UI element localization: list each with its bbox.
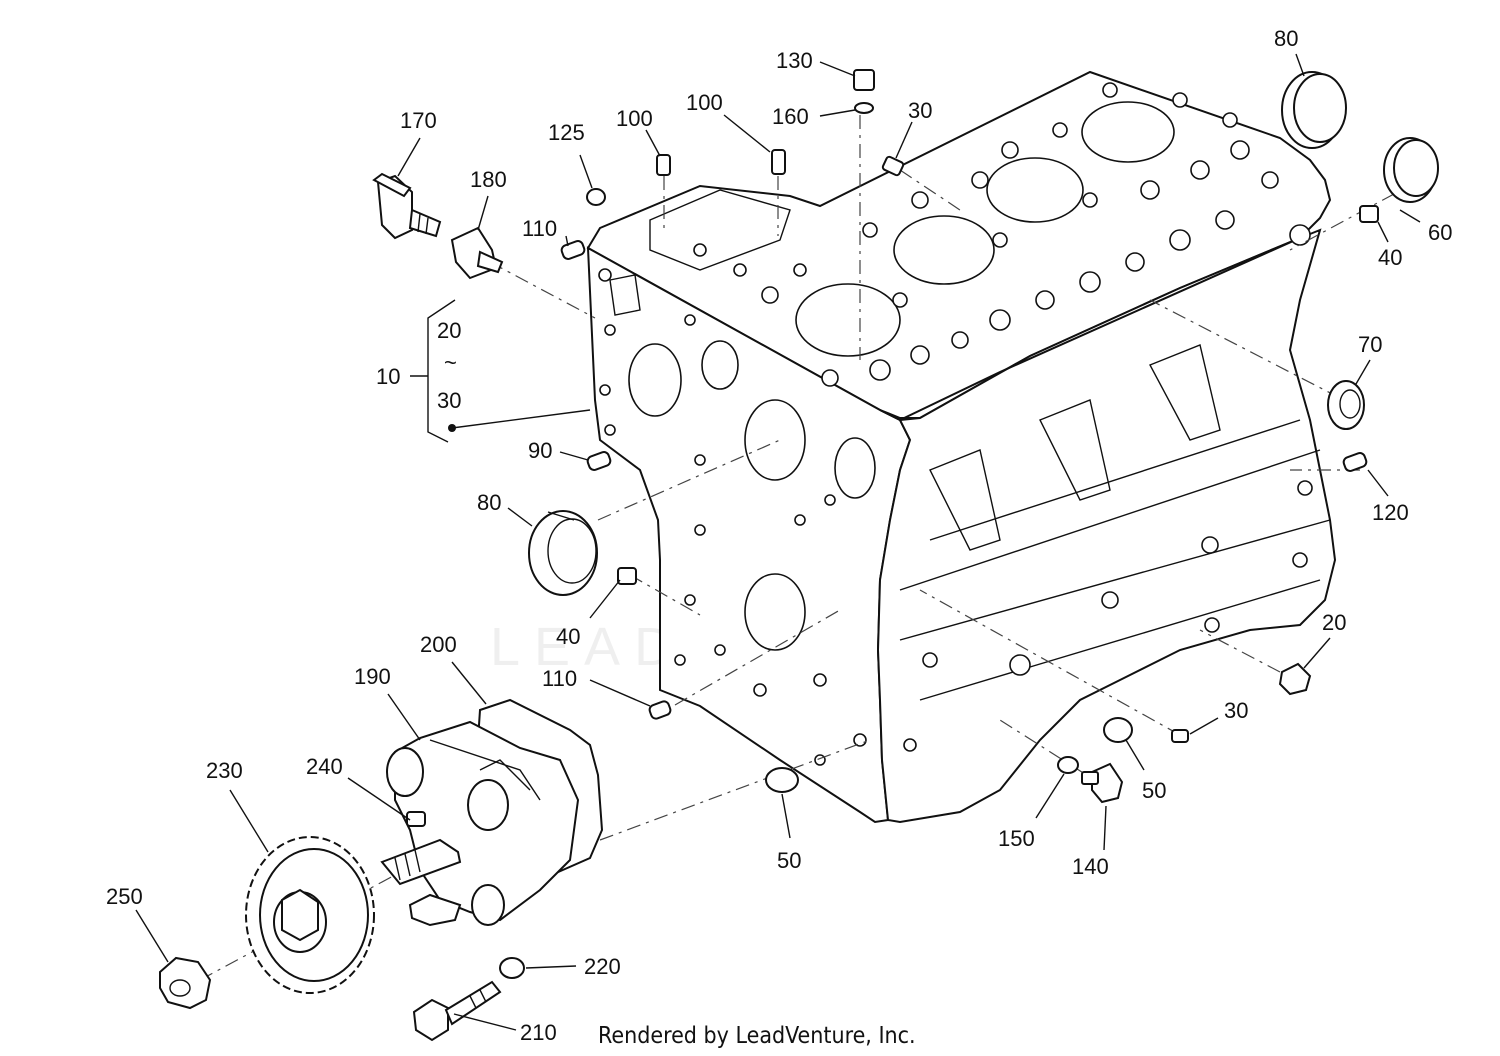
screw-30-right[interactable] — [1171, 729, 1189, 743]
callout-20: 20 — [1322, 610, 1346, 635]
callout-90: 90 — [528, 438, 552, 463]
pin-100b[interactable] — [771, 149, 786, 236]
callout-range-20: 20 — [437, 318, 461, 343]
pin-120[interactable] — [1342, 452, 1368, 473]
callout-230: 230 — [206, 758, 243, 783]
oil-seal-70[interactable] — [1327, 380, 1365, 430]
plug-20[interactable] — [1278, 662, 1312, 696]
seal-80-front[interactable] — [528, 510, 598, 596]
callout-190: 190 — [354, 664, 391, 689]
callout-range-30: 30 — [437, 388, 461, 413]
plug-40-right[interactable] — [1359, 205, 1379, 223]
callout-40-front: 40 — [556, 624, 580, 649]
callout-180: 180 — [470, 167, 507, 192]
adapter-180[interactable] — [450, 226, 504, 280]
callout-10: 10 — [376, 364, 400, 389]
washer-220[interactable] — [499, 957, 525, 979]
plug-30-top[interactable] — [881, 155, 905, 177]
pin-110b[interactable] — [648, 700, 672, 720]
oil-pump-190[interactable] — [386, 720, 580, 926]
plug-50-right[interactable] — [1103, 717, 1133, 743]
washer-160[interactable] — [854, 102, 874, 114]
callout-60: 60 — [1428, 220, 1452, 245]
callout-50-left: 50 — [777, 848, 801, 873]
callout-220: 220 — [584, 954, 621, 979]
footer-credit: Rendered by LeadVenture, Inc. — [598, 1023, 916, 1049]
plug-50-left[interactable] — [765, 767, 799, 793]
cylinder-block[interactable] — [586, 70, 1337, 824]
callout-125: 125 — [548, 120, 585, 145]
callout-120: 120 — [1372, 500, 1409, 525]
callout-110-b: 110 — [542, 666, 577, 691]
callout-250: 250 — [106, 884, 143, 909]
callout-30-top: 30 — [908, 98, 932, 123]
callout-130: 130 — [776, 48, 813, 73]
callout-110-a: 110 — [522, 216, 557, 241]
leader-lines — [135, 53, 1421, 1031]
drain-cock-170[interactable] — [372, 172, 442, 240]
callout-40-right: 40 — [1378, 245, 1402, 270]
pin-110a[interactable] — [560, 240, 586, 261]
callout-160: 160 — [772, 104, 809, 129]
callout-labels: 130 160 30 100 100 125 170 180 110 80 60… — [106, 26, 1452, 1045]
callout-200: 200 — [420, 632, 457, 657]
washer-150[interactable] — [1057, 756, 1079, 774]
shaft-240[interactable] — [380, 811, 462, 886]
callout-50-right: 50 — [1142, 778, 1166, 803]
plug-80-top[interactable] — [1281, 71, 1347, 149]
pump-gear-230[interactable] — [245, 836, 375, 994]
callout-170: 170 — [400, 108, 437, 133]
plug-60[interactable] — [1383, 137, 1439, 203]
callout-100-a: 100 — [616, 106, 653, 131]
callout-240: 240 — [306, 754, 343, 779]
callout-30-right: 30 — [1224, 698, 1248, 723]
plug-40-front[interactable] — [617, 567, 637, 585]
callout-80-top: 80 — [1274, 26, 1298, 51]
pin-90[interactable] — [586, 451, 612, 472]
callout-70: 70 — [1358, 332, 1382, 357]
pin-100a[interactable] — [656, 154, 671, 228]
plug-130[interactable] — [853, 69, 875, 91]
callout-150: 150 — [998, 826, 1035, 851]
callout-80-front: 80 — [477, 490, 501, 515]
callout-range-tilde: ~ — [444, 350, 457, 375]
plug-125[interactable] — [586, 188, 606, 206]
callout-210: 210 — [520, 1020, 557, 1045]
relief-plug[interactable] — [408, 893, 462, 927]
callout-100-b: 100 — [686, 90, 723, 115]
bolt-210[interactable] — [412, 980, 502, 1042]
bolt-140[interactable] — [1081, 762, 1124, 804]
callout-140: 140 — [1072, 854, 1109, 879]
nut-250[interactable] — [159, 956, 212, 1010]
